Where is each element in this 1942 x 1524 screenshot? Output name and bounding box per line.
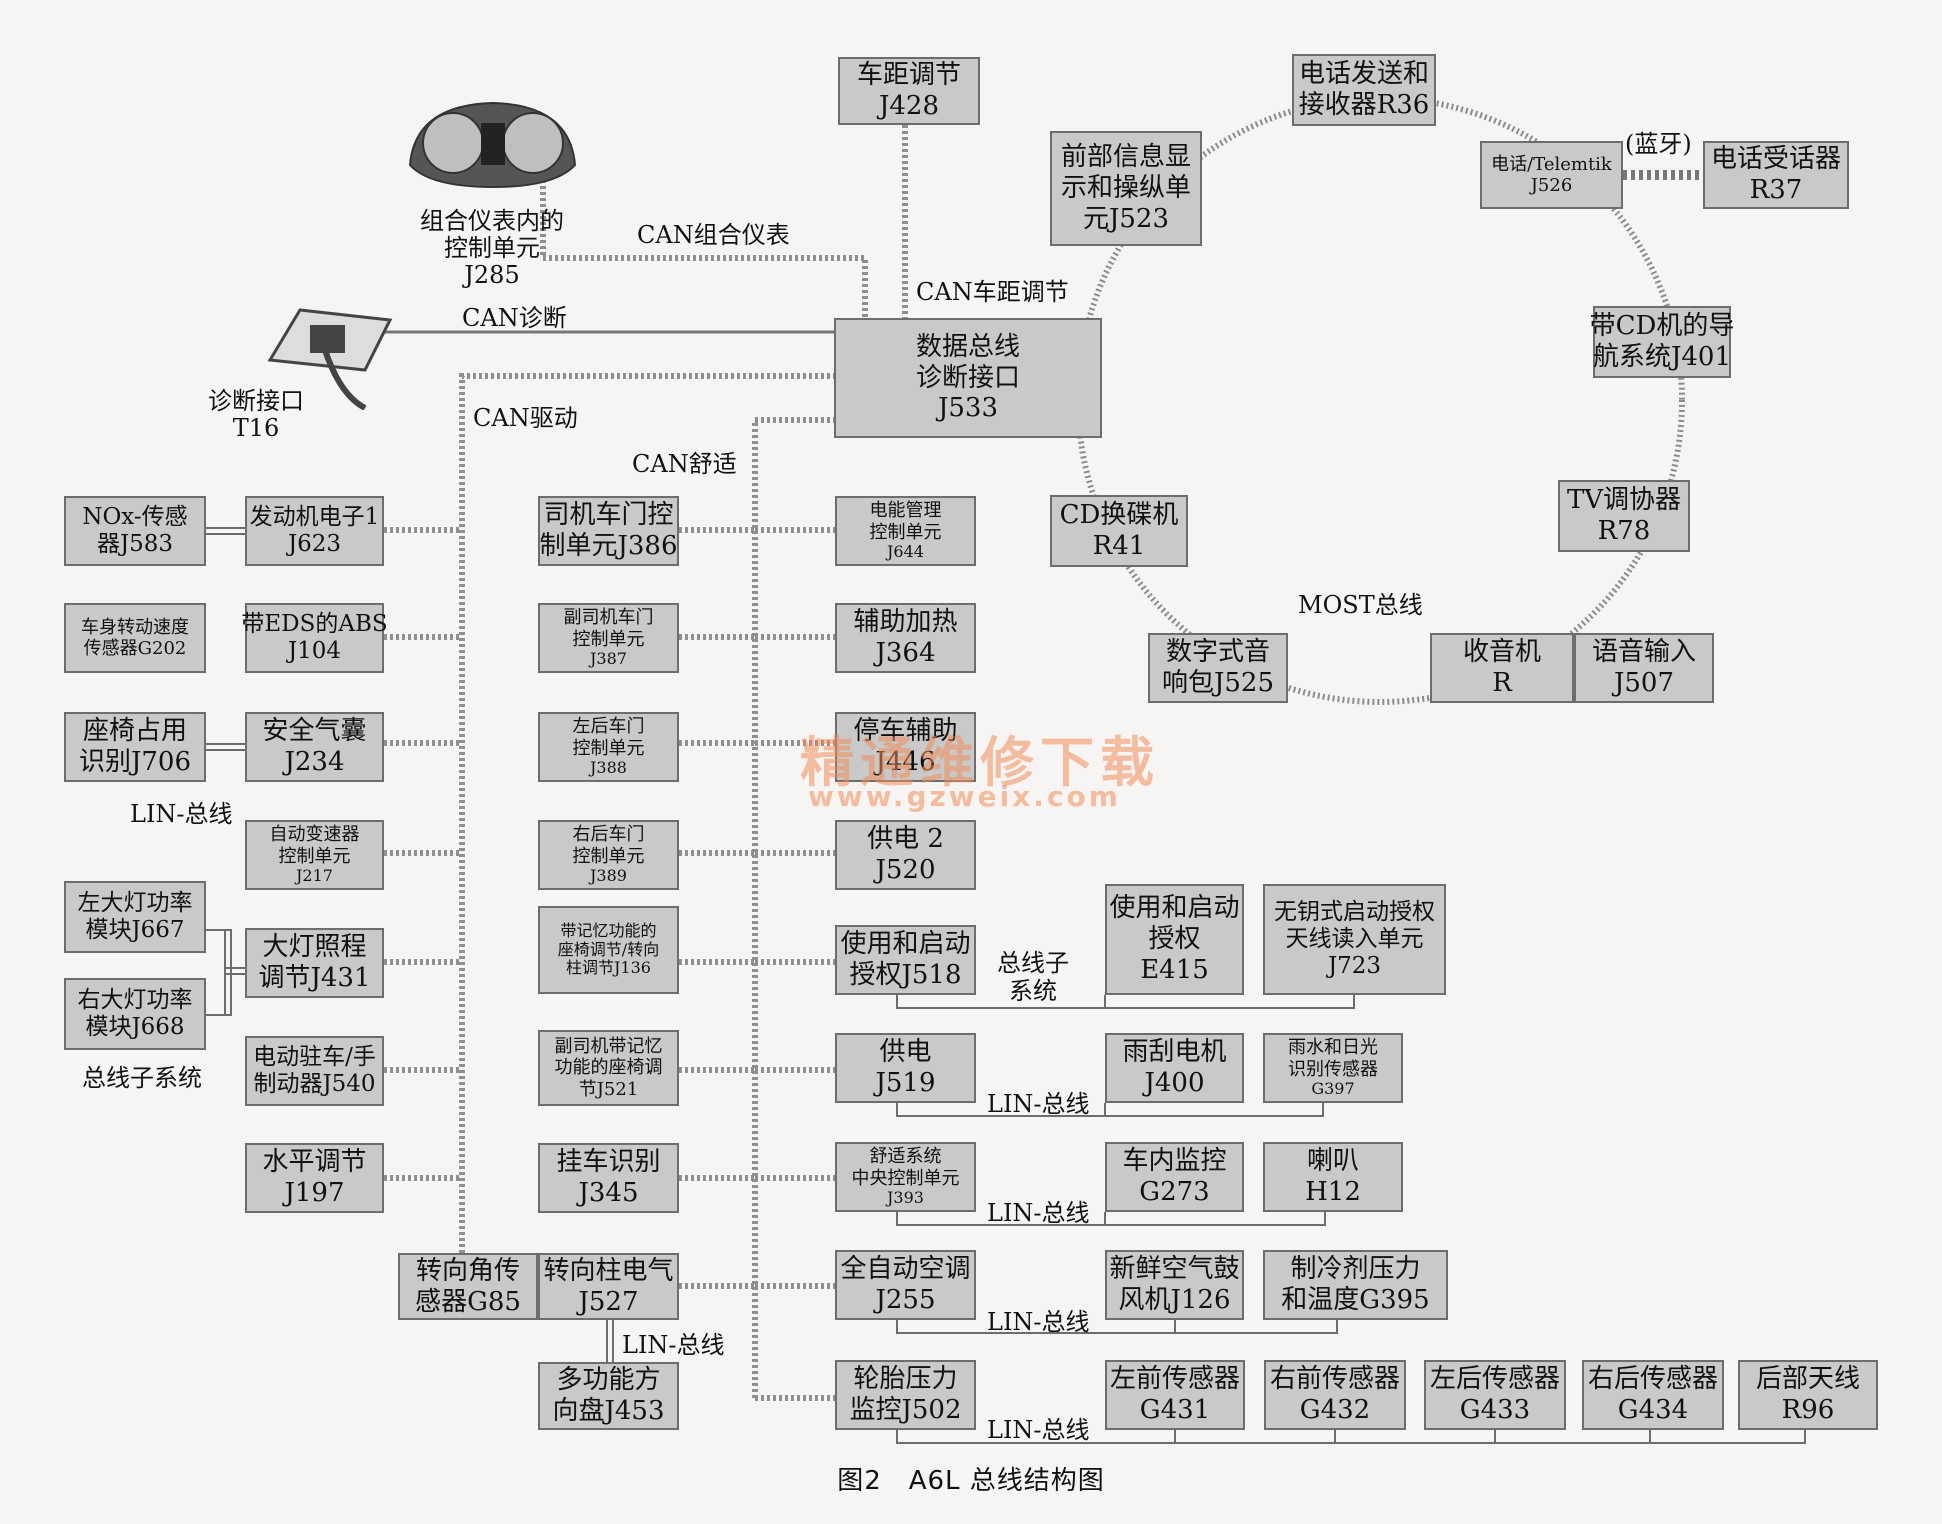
unit-j389: 右后车门 控制单元 J389 — [538, 820, 679, 890]
most-unit-r78: TV调协器 R78 — [1558, 480, 1690, 552]
unit-j521: 副司机带记忆 功能的座椅调 节J521 — [538, 1030, 679, 1106]
unit-g397: 雨水和日光 识别传感器 G397 — [1263, 1033, 1403, 1103]
can-diag-label: CAN诊断 — [462, 304, 567, 332]
unit-j428: 车距调节 J428 — [838, 57, 980, 125]
watermark-url: www.gzweix.com — [808, 780, 1121, 813]
unit-g431: 左前传感器 G431 — [1105, 1360, 1245, 1430]
unit-j364: 辅助加热 J364 — [835, 603, 976, 673]
can-distance-label: CAN车距调节 — [916, 278, 1069, 306]
can-cluster-line — [540, 180, 868, 318]
unit-j255: 全自动空调 J255 — [835, 1250, 976, 1320]
lin-j519-label: LIN-总线 — [987, 1090, 1090, 1118]
can-comfort-label: CAN舒适 — [632, 450, 737, 478]
most-unit-r41: CD换碟机 R41 — [1050, 495, 1188, 567]
most-unit-j507: 语音输入 J507 — [1574, 633, 1714, 703]
can-comfort-trunk — [752, 417, 835, 1398]
most-unit-j401: 带CD机的导 航系统J401 — [1590, 306, 1734, 378]
unit-j446: 停车辅助 J446 — [835, 712, 976, 782]
unit-j197: 水平调节 J197 — [245, 1143, 384, 1213]
most-unit-r36: 电话发送和 接收器R36 — [1292, 54, 1436, 126]
unit-g433: 左后传感器 G433 — [1424, 1360, 1566, 1430]
unit-j519: 供电 J519 — [835, 1033, 976, 1103]
unit-j540: 电动驻车/手 制动器J540 — [245, 1036, 384, 1106]
unit-j388: 左后车门 控制单元 J388 — [538, 712, 679, 782]
unit-e415: 使用和启动 授权 E415 — [1105, 884, 1244, 995]
unit-j502: 轮胎压力 监控J502 — [835, 1360, 976, 1430]
unit-j217: 自动变速器 控制单元 J217 — [245, 820, 384, 890]
unit-j527: 转向柱电气 J527 — [538, 1253, 679, 1320]
unit-j400: 雨刮电机 J400 — [1105, 1033, 1244, 1103]
lin-j255-label: LIN-总线 — [987, 1308, 1090, 1336]
unit-g434: 右后传感器 G434 — [1582, 1360, 1724, 1430]
most-label: MOST总线 — [1298, 591, 1423, 619]
unit-j518: 使用和启动 授权J518 — [835, 925, 976, 995]
instrument-cluster-icon — [405, 95, 580, 190]
unit-j623: 发动机电子1 J623 — [245, 496, 384, 566]
unit-j387: 副司机车门 控制单元 J387 — [538, 603, 679, 673]
unit-h12: 喇叭 H12 — [1263, 1142, 1403, 1212]
lin-j393-label: LIN-总线 — [987, 1199, 1090, 1227]
unit-j345: 挂车识别 J345 — [538, 1143, 679, 1213]
unit-j234: 安全气囊 J234 — [245, 712, 384, 782]
figure-caption: 图2 A6L 总线结构图 — [837, 1466, 1105, 1496]
unit-j126: 新鲜空气鼓 风机J126 — [1105, 1250, 1244, 1320]
sensor-j583: NOx-传感 器J583 — [64, 496, 206, 566]
unit-j393: 舒适系统 中央控制单元 J393 — [835, 1142, 976, 1212]
unit-j644: 电能管理 控制单元 J644 — [835, 496, 976, 566]
subsystem-left-label: 总线子系统 — [82, 1064, 202, 1092]
unit-j386: 司机车门控 制单元J386 — [538, 496, 679, 566]
can-drive-label: CAN驱动 — [473, 404, 578, 432]
unit-j431: 大灯照程 调节J431 — [245, 928, 384, 998]
sensor-j668: 右大灯功率 模块J668 — [64, 978, 206, 1050]
subsystem-mid-label: 总线子 系统 — [997, 949, 1069, 1005]
most-unit-radio: 收音机 R — [1430, 633, 1574, 703]
unit-j453: 多功能方 向盘J453 — [538, 1362, 679, 1430]
most-unit-j523: 前部信息显 示和操纵单 元J523 — [1050, 131, 1202, 246]
watermark-text: 精通维修下载 — [800, 731, 1160, 794]
sensor-j667: 左大灯功率 模块J667 — [64, 881, 206, 953]
cluster-label: 组合仪表内的 控制单元 J285 — [420, 207, 564, 289]
sensor-j706: 座椅占用 识别J706 — [64, 712, 206, 782]
most-ring — [1075, 95, 1685, 705]
unit-g85: 转向角传 感器G85 — [398, 1253, 538, 1320]
lin-j502-label: LIN-总线 — [987, 1416, 1090, 1444]
can-drive-trunk — [459, 373, 835, 1253]
unit-j723: 无钥式启动授权 天线读入单元 J723 — [1263, 884, 1446, 995]
most-unit-j526: 电话/Telemtik J526 — [1480, 141, 1623, 209]
most-unit-j525: 数字式音 响包J525 — [1148, 633, 1288, 703]
unit-j136: 带记忆功能的 座椅调节/转向 柱调节J136 — [538, 906, 679, 994]
sensor-g202: 车身转动速度 传感器G202 — [64, 603, 206, 673]
unit-g273: 车内监控 G273 — [1105, 1142, 1244, 1212]
diagnostic-connector-icon — [255, 300, 395, 411]
unit-g395: 制冷剂压力 和温度G395 — [1263, 1250, 1448, 1320]
bluetooth-label: (蓝牙) — [1625, 130, 1692, 158]
unit-g432: 右前传感器 G432 — [1264, 1360, 1406, 1430]
unit-j520: 供电 2 J520 — [835, 820, 976, 890]
lin-j527-label: LIN-总线 — [622, 1331, 725, 1359]
diag-port-label: 诊断接口 T16 — [208, 387, 304, 442]
most-unit-r37: 电话受话器 R37 — [1703, 141, 1849, 209]
can-cluster-label: CAN组合仪表 — [637, 221, 790, 249]
lin-left-label: LIN-总线 — [130, 800, 233, 828]
gateway-j533: 数据总线 诊断接口 J533 — [834, 318, 1102, 438]
unit-r96: 后部天线 R96 — [1738, 1360, 1878, 1430]
unit-j104: 带EDS的ABS J104 — [241, 603, 388, 673]
